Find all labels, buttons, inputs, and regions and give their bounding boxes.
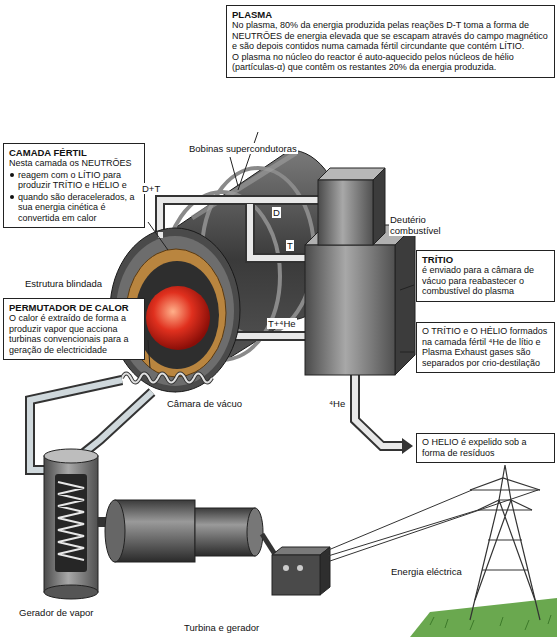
turbine	[105, 500, 125, 562]
water-pipe	[80, 392, 152, 456]
generator-window	[55, 474, 87, 572]
callout-text: O plasma no núcleo do reactor é auto-aqu…	[232, 52, 550, 73]
flow-label: ⁴He	[328, 398, 346, 409]
part-label: Câmara de vácuo	[166, 398, 243, 409]
helium-pipe	[355, 370, 403, 446]
heat-exchanger-coil	[122, 374, 212, 383]
part-label: Energia eléctrica	[390, 566, 463, 577]
callout-heading: TRÍTIO	[422, 254, 550, 265]
part-label: Estrutura blindada	[24, 278, 103, 289]
body-highlight	[192, 153, 296, 218]
power-line	[330, 490, 538, 561]
callout-box: PLASMANo plasma, 80% da energia produzid…	[226, 5, 555, 78]
turbine	[195, 508, 255, 556]
callout-text: O HELIO é expelido sob a forma de resídu…	[422, 437, 550, 458]
part-label: Turbina e gerador	[183, 622, 260, 633]
grass	[430, 615, 551, 630]
terminal	[297, 565, 303, 571]
tritium-tank	[305, 245, 395, 375]
callout-box: CAMADA FÉRTILNesta camada os NEUTRÕESrea…	[3, 143, 145, 228]
leader-line	[148, 222, 168, 250]
part-label: Bobinas supercondutoras	[188, 143, 298, 154]
turbine	[247, 508, 263, 556]
generator-coil	[58, 482, 84, 560]
heat-exchanger-coil	[122, 374, 212, 383]
callout-box: O TRÍTIO e O HÉLIO formados na camada fé…	[416, 322, 555, 373]
deuterium-tank	[318, 180, 373, 245]
leader-line	[400, 352, 414, 353]
tower-bracing	[470, 478, 540, 510]
water-pipe	[30, 380, 122, 470]
bullet-text: quando são deracelerados, a sua energia …	[9, 192, 140, 224]
deuterium-tank	[373, 168, 385, 245]
grass	[410, 598, 557, 637]
flow-label: T	[286, 240, 294, 251]
callout-heading: CAMADA FÉRTIL	[9, 147, 140, 158]
shaft	[262, 534, 276, 556]
electric-generator	[320, 547, 330, 595]
plasma-core	[146, 286, 210, 350]
vacuum-chamber	[135, 261, 219, 369]
tritium-tank	[395, 225, 415, 375]
leader-line	[148, 340, 150, 368]
tower-arms	[470, 490, 540, 510]
flow-label: T+⁴He	[267, 318, 297, 329]
helium-arrowhead	[402, 438, 413, 454]
tritium-pipe	[250, 204, 308, 258]
steam-generator	[44, 456, 98, 592]
tower-bracing	[475, 500, 535, 600]
callout-box: O HELIO é expelido sob a forma de resídu…	[416, 433, 555, 463]
helium-pipe	[355, 370, 403, 446]
callout-text: Nesta camada os NEUTRÕES	[9, 158, 140, 169]
callout-text: No plasma, 80% da energia produzida pela…	[232, 20, 550, 52]
tower-frame	[470, 465, 540, 620]
transmission-tower	[470, 465, 540, 620]
leader-line	[230, 157, 238, 186]
water-pipe	[80, 392, 152, 456]
steam-generator	[44, 449, 98, 463]
flow-label: D	[272, 207, 281, 218]
callout-box: TRÍTIOé enviado para a câmara de vácuo p…	[416, 250, 555, 302]
water-pipe	[30, 380, 122, 470]
steam-generator	[44, 585, 98, 599]
tritium-pipe	[250, 204, 308, 258]
callout-heading: PERMUTADOR DE CALOR	[9, 302, 140, 313]
turbine	[115, 500, 195, 562]
part-label: Gerador de vapor	[18, 607, 94, 618]
terminal	[283, 565, 289, 571]
callout-heading: PLASMA	[232, 9, 550, 20]
callout-text: O TRÍTIO e O HÉLIO formados na camada fé…	[422, 326, 550, 368]
part-label: Deutério combustível	[389, 214, 463, 236]
callout-text: O calor é extraído de forma a produzir v…	[9, 313, 140, 355]
flow-label: D+T	[141, 183, 161, 194]
power-line	[328, 510, 478, 556]
leader-line	[238, 132, 258, 190]
callout-box: PERMUTADOR DE CALORO calor é extraído de…	[3, 298, 145, 360]
bullet-text: reagem com o LÍTIO para produzir TRÍTIO …	[9, 170, 140, 191]
electric-generator	[272, 555, 320, 595]
callout-text: é enviado para a câmara de vácuo para re…	[422, 265, 550, 297]
leader-line	[400, 285, 414, 290]
